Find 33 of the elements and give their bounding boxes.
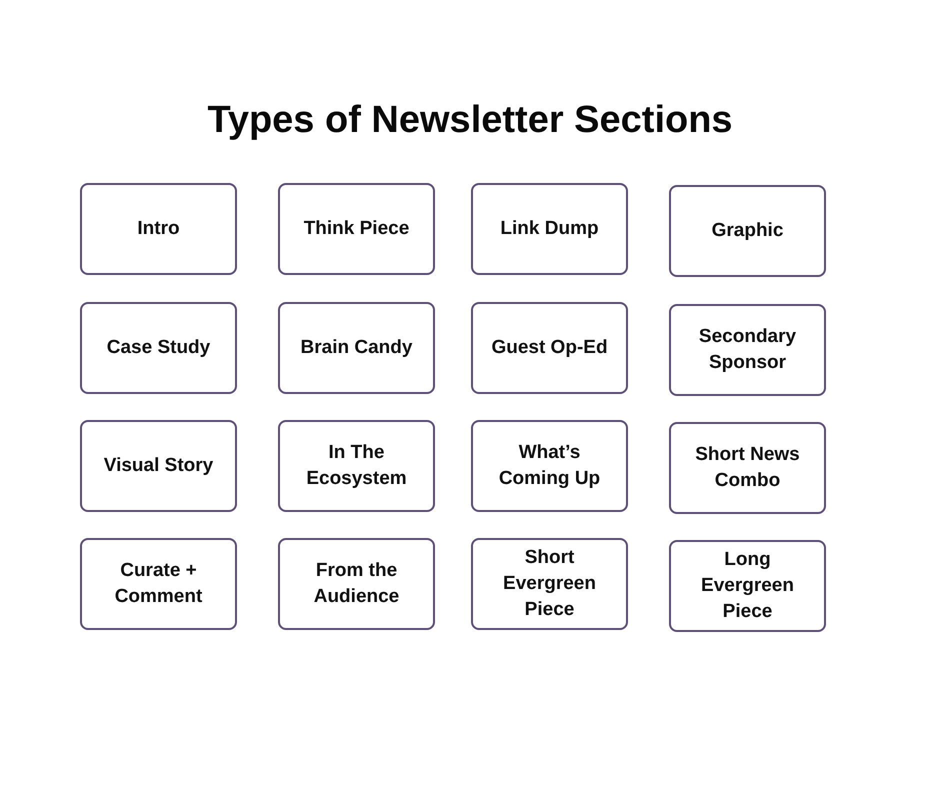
section-card xyxy=(80,183,237,275)
section-label: In The Ecosystem xyxy=(305,441,408,491)
section-card xyxy=(278,302,435,394)
section-label: Guest Op-Ed xyxy=(491,336,608,360)
section-card xyxy=(80,420,237,512)
section-card xyxy=(471,302,628,394)
section-label: Curate + Comment xyxy=(114,559,204,609)
section-card xyxy=(669,185,826,277)
section-label: Link Dump xyxy=(500,217,599,241)
section-label: From the Audience xyxy=(312,559,400,609)
section-label: Short Evergreen Piece xyxy=(502,546,597,622)
section-card xyxy=(278,538,435,630)
section-card xyxy=(278,183,435,275)
section-card xyxy=(80,538,237,630)
section-label: What’s Coming Up xyxy=(498,441,602,491)
section-label: Case Study xyxy=(106,336,210,360)
title: Types of Newsletter Sections xyxy=(207,98,733,143)
section-card xyxy=(669,540,826,632)
section-card xyxy=(80,302,237,394)
section-card xyxy=(471,183,628,275)
section-label: Brain Candy xyxy=(300,336,412,360)
section-card xyxy=(471,420,628,512)
section-card xyxy=(471,538,628,630)
section-card xyxy=(278,420,435,512)
section-card xyxy=(669,304,826,396)
section-label: Secondary Sponsor xyxy=(698,325,798,375)
section-card xyxy=(669,422,826,514)
section-label: Short News Combo xyxy=(694,443,801,493)
section-label: Graphic xyxy=(712,219,784,243)
section-label: Intro xyxy=(137,217,180,241)
section-label: Visual Story xyxy=(104,454,214,478)
section-label: Long Evergreen Piece xyxy=(700,548,795,624)
section-label: Think Piece xyxy=(304,217,410,241)
